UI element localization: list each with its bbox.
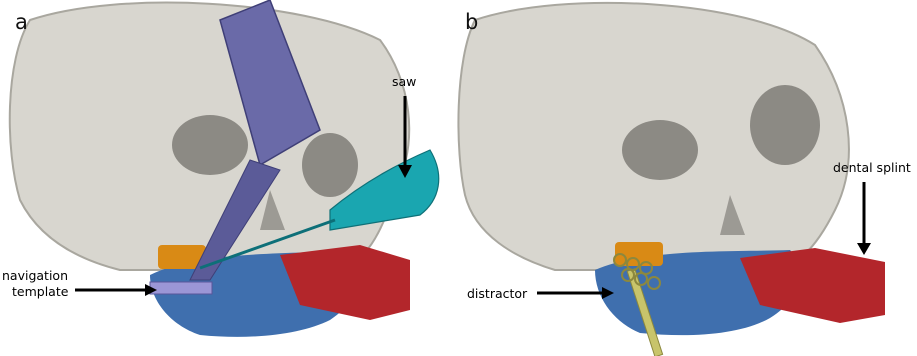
eye-socket	[622, 120, 698, 180]
panel-a-illustration	[0, 0, 450, 356]
panel-b-illustration	[455, 0, 917, 356]
eye-socket	[172, 115, 248, 175]
template-label: template	[12, 284, 68, 299]
dental-splint-label: dental splint	[833, 160, 911, 175]
saw-label: saw	[392, 74, 416, 89]
navigation-label: navigation	[2, 268, 68, 283]
distractor-label: distractor	[467, 286, 527, 301]
panel-a: a saw navigation template	[0, 0, 450, 356]
panel-b: b dental splint distractor	[455, 0, 917, 356]
dental-splint-arrowhead	[857, 243, 871, 255]
navigation-template-plate	[150, 282, 212, 294]
eye-socket	[750, 85, 820, 165]
panel-b-letter: b	[465, 10, 478, 34]
panel-a-letter: a	[15, 10, 28, 34]
eye-socket	[302, 133, 358, 197]
